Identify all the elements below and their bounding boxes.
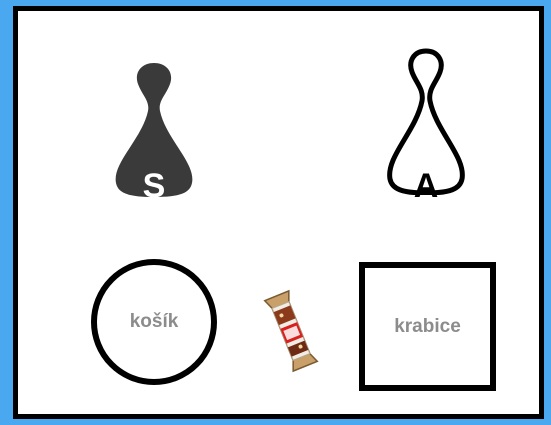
target-label: krabice: [394, 315, 461, 337]
target-label: košík: [129, 311, 179, 332]
drop-target-basket[interactable]: košík: [91, 259, 217, 385]
player-piece-s[interactable]: S: [104, 51, 204, 205]
piece-letter: A: [413, 167, 439, 205]
candy-bar-icon[interactable]: [258, 287, 324, 375]
outline-pawn-icon: [387, 48, 465, 195]
game-board: S A košík krabice: [13, 6, 544, 419]
piece-letter: S: [142, 167, 166, 205]
player-piece-a[interactable]: A: [376, 45, 476, 203]
drop-target-box[interactable]: krabice: [359, 262, 496, 391]
filled-pawn-icon: [115, 63, 193, 197]
